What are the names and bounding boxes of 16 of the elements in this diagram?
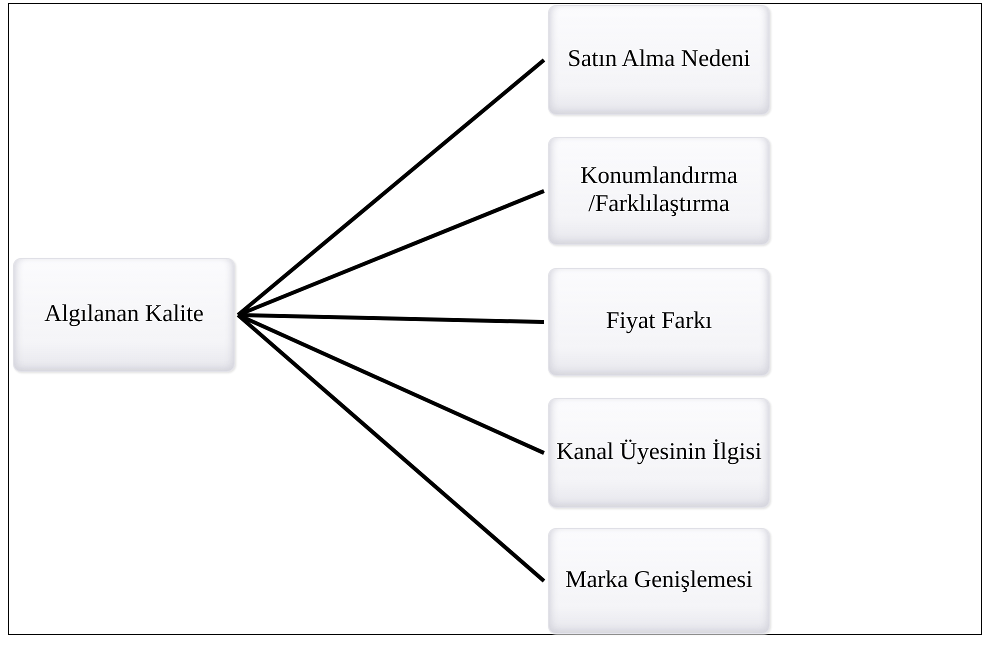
connector-line xyxy=(236,58,546,317)
node-label: Fiyat Farkı xyxy=(606,308,712,336)
node-label: Satın Alma Nedeni xyxy=(568,46,750,74)
text-box xyxy=(548,137,770,245)
text-box xyxy=(13,258,235,372)
text-box xyxy=(548,268,770,376)
node-label: Marka Genişlemesi xyxy=(565,567,753,595)
text-box xyxy=(548,528,770,634)
node-label: Kanal Üyesinin İlgisi xyxy=(556,439,762,467)
text-box xyxy=(548,5,770,115)
node-label: Algılanan Kalite xyxy=(44,301,204,329)
text-box xyxy=(548,398,770,508)
connector-line xyxy=(236,314,546,582)
node-label: Konumlandırma /Farklılaştırma xyxy=(579,163,739,219)
connector-line xyxy=(237,189,545,317)
connector-line xyxy=(237,313,545,455)
